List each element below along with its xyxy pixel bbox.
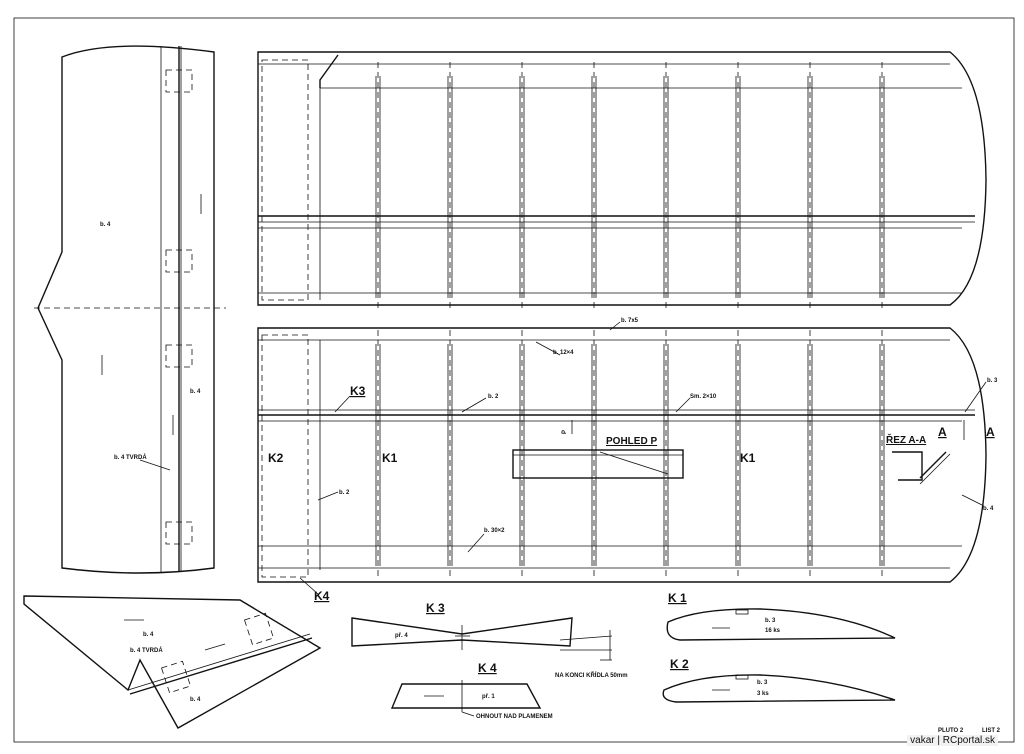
detail-k4: K 4 př. 1 OHNOUT NAD PLAMENEM [390, 661, 553, 720]
tailplane-drawing: b. 4 b. 4 b. 4 TVRDÁ [34, 45, 226, 574]
wing-bottom-panel: b. 7x5 b. 12×4 b. 2 Sm. 2×10 b. 3 K3 K2 … [257, 318, 998, 603]
detail-k2-mat: b. 3 [757, 680, 768, 686]
wing-top-panel [257, 51, 987, 310]
stab-label-b4-bot: b. 4 [190, 697, 201, 703]
marker-k4: K4 [314, 589, 330, 603]
detail-k4-note: OHNOUT NAD PLAMENEM [476, 714, 553, 720]
tail-label-b4-mid: b. 4 [190, 389, 201, 395]
detail-k1-title: K 1 [668, 591, 687, 605]
marker-p: P [562, 430, 568, 434]
marker-k1-left: K1 [382, 451, 398, 465]
stabilizer-drawing: b. 4 b. 4 TVRDÁ b. 4 [23, 595, 322, 729]
stab-label-b4-top: b. 4 [143, 632, 154, 638]
tail-label-b4-top: b. 4 [100, 222, 111, 228]
detail-k3-title: K 3 [426, 601, 445, 615]
title-block-sheet: LIST 2 [982, 728, 1001, 734]
label-b7x5: b. 7x5 [621, 318, 639, 324]
marker-k1-right: K1 [740, 451, 756, 465]
marker-k3: K3 [350, 384, 366, 398]
detail-k2-qty: 3 ks [757, 691, 769, 697]
label-b30x2: b. 30×2 [484, 528, 505, 534]
marker-a-1: A [938, 425, 947, 439]
detail-k3-label: př. 4 [395, 633, 408, 639]
detail-k4-label: př. 1 [482, 694, 495, 700]
detail-k1: K 1 b. 3 16 ks [666, 591, 896, 641]
stab-label-b4-hard: b. 4 TVRDÁ [130, 647, 163, 654]
detail-k1-mat: b. 3 [765, 618, 776, 624]
detail-k3-note: NA KONCI KŘÍDLA 50mm [555, 671, 628, 679]
sheet-frame [13, 17, 1015, 743]
detail-k2-title: K 2 [670, 657, 689, 671]
detail-k3: K 3 př. 4 NA KONCI KŘÍDLA 50mm [351, 601, 628, 679]
title-block-name: PLUTO 2 [938, 728, 964, 734]
label-pohled-p: POHLED P [606, 436, 657, 447]
marker-k2: K2 [268, 451, 284, 465]
watermark-text: vakar | RCportal.sk [907, 735, 998, 746]
detail-k4-title: K 4 [478, 661, 497, 675]
label-b12x4: b. 12×4 [553, 350, 574, 356]
detail-k1-qty: 16 ks [765, 628, 781, 634]
tail-label-b4-hard: b. 4 TVRDÁ [114, 454, 147, 461]
label-sm2x10: Sm. 2×10 [690, 394, 717, 400]
label-rez-aa: ŘEZ A-A [886, 433, 926, 446]
detail-k2: K 2 b. 3 3 ks [662, 657, 896, 703]
label-b2-low: b. 2 [339, 490, 350, 496]
label-b3-right: b. 3 [987, 378, 998, 384]
marker-a-2: A [986, 425, 995, 439]
label-b4-right: b. 4 [983, 506, 994, 512]
label-b2-top: b. 2 [488, 394, 499, 400]
